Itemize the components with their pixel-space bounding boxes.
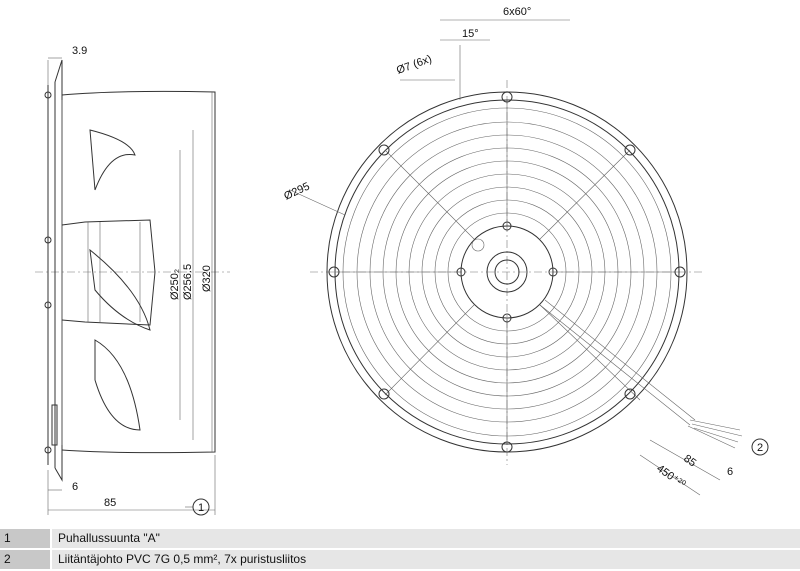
callout-circle-1 xyxy=(192,498,210,516)
legend-row: 1 Puhallussuunta "A" xyxy=(0,529,800,548)
dim-d320: Ø320 xyxy=(201,265,213,292)
legend-row: 2 Liitäntäjohto PVC 7G 0,5 mm², 7x puris… xyxy=(0,550,800,569)
dim-450-cable: 450⁺²⁰ xyxy=(654,463,688,492)
legend-text: Liitäntäjohto PVC 7G 0,5 mm², 7x puristu… xyxy=(52,550,800,569)
side-view: 3.9 6 85 Ø250₂ Ø256.5 Ø320 1 xyxy=(35,45,230,516)
dim-3-9: 3.9 xyxy=(72,45,87,57)
dim-15: 15° xyxy=(462,28,479,40)
dim-85-cable: 85 xyxy=(681,453,698,470)
legend-number: 1 xyxy=(0,529,50,548)
fan-technical-drawing: 3.9 6 85 Ø250₂ Ø256.5 Ø320 1 xyxy=(35,6,769,516)
dim-d256: Ø256.5 xyxy=(182,264,194,300)
dim-d7: Ø7 (6x) xyxy=(395,53,434,77)
dim-85-side: 85 xyxy=(104,497,116,509)
legend-number: 2 xyxy=(0,550,50,569)
callout-2: 2 xyxy=(757,442,763,454)
legend-text: Puhallussuunta "A" xyxy=(52,529,800,548)
dim-6x60: 6x60° xyxy=(503,6,531,18)
front-view: 6x60° 15° Ø7 (6x) Ø295 85 6 450⁺²⁰ 2 xyxy=(282,6,769,496)
callout-1: 1 xyxy=(198,502,204,514)
dim-d295: Ø295 xyxy=(282,180,311,202)
dim-6-side: 6 xyxy=(72,481,78,493)
callout-circle-2 xyxy=(751,438,769,456)
dim-d250: Ø250₂ xyxy=(169,269,181,300)
dim-6-cable: 6 xyxy=(727,466,733,478)
legend-table: 1 Puhallussuunta "A" 2 Liitäntäjohto PVC… xyxy=(0,529,800,571)
